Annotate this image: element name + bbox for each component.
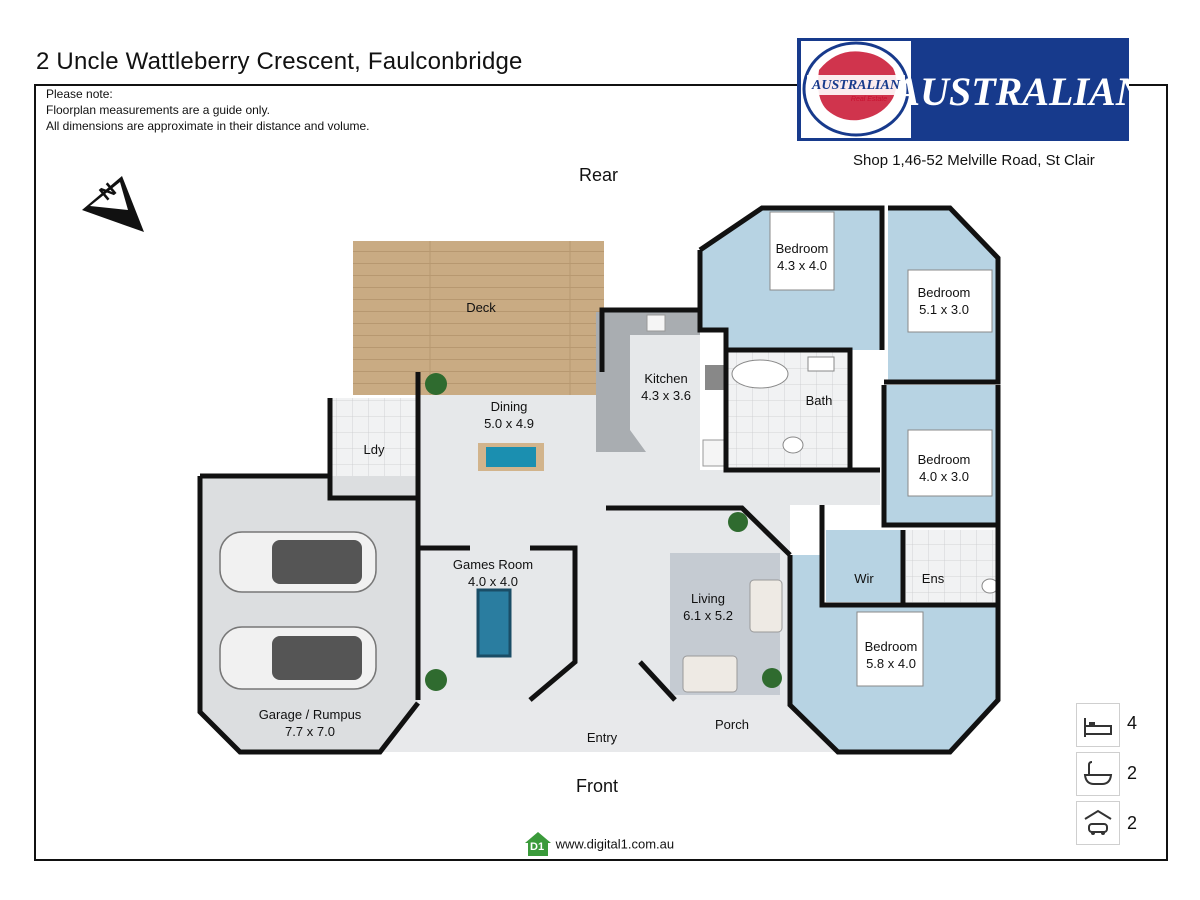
laundry-label: Ldy <box>363 442 385 457</box>
agency-address: Shop 1,46-52 Melville Road, St Clair <box>853 152 1095 169</box>
note-heading: Please note: <box>46 87 113 101</box>
living-label: Living 6.1 x 5.2 <box>683 591 733 623</box>
bed-4-icon <box>856 611 924 687</box>
garage-count-box <box>1076 801 1120 845</box>
walls <box>197 205 1001 755</box>
plant-icon <box>728 512 748 532</box>
house-logo-icon: D1 <box>524 831 552 857</box>
porch-area <box>380 700 840 752</box>
garage-car-icon <box>1084 809 1112 835</box>
plant-icon <box>425 373 447 395</box>
bath-label: Bath <box>805 393 833 408</box>
entry-label: Entry <box>586 730 618 745</box>
logo-small-text: AUSTRALIAN <box>811 78 901 93</box>
kitchen-label: Kitchen 4.3 x 3.6 <box>641 371 691 403</box>
bathtub-fixture-icon <box>731 359 789 389</box>
footer-website-link[interactable]: www.digital1.com.au <box>555 836 675 852</box>
footer-badge: D1 <box>530 841 545 853</box>
bed-2-icon <box>907 269 993 333</box>
property-title: 2 Uncle Wattleberry Crescent, Faulconbri… <box>36 48 523 75</box>
pool-table-icon <box>476 588 512 658</box>
dining-label: Dining 5.0 x 4.9 <box>484 399 534 431</box>
note-line-2: All dimensions are approximate in their … <box>46 119 370 133</box>
deck-label: Deck <box>466 300 496 315</box>
bed-icon <box>1084 718 1112 737</box>
kitchen-sink-icon <box>646 314 666 332</box>
front-label: Front <box>576 776 619 796</box>
sofa-icon <box>682 655 738 693</box>
plant-icon <box>425 669 447 691</box>
cooktop-icon <box>705 365 725 390</box>
bed-1-icon <box>769 211 835 291</box>
dining-table-mat <box>486 447 536 467</box>
footer-credit: D1 www.digital1.com.au <box>524 831 674 857</box>
logo-sub-text: Real Estate <box>851 96 887 103</box>
wir-floor <box>826 530 902 602</box>
vanity-icon <box>807 356 835 372</box>
car-1-icon <box>219 531 377 593</box>
logo-big-text: AUSTRALIAN <box>890 69 1129 114</box>
plant-icon <box>762 668 782 688</box>
armchair-icon <box>749 579 783 633</box>
bed-3-icon <box>907 429 993 497</box>
plan-frame <box>34 84 1168 861</box>
bedroom-count-box <box>1076 703 1120 747</box>
games-room-label: Games Room 4.0 x 4.0 <box>452 557 534 589</box>
bedroom-4-label: Bedroom 5.8 x 4.0 <box>864 639 918 671</box>
agency-logo: AUSTRALIAN Real Estate AUSTRALIAN <box>797 38 1147 141</box>
bedroom-3-label: Bedroom 4.0 x 3.0 <box>917 452 971 484</box>
agency-logo-graphic: AUSTRALIAN Real Estate AUSTRALIAN <box>801 41 1147 138</box>
bedroom-2-label: Bedroom 5.1 x 3.0 <box>917 285 971 317</box>
compass-north-icon: N <box>82 176 144 232</box>
ensuite-label: Ens <box>921 571 945 586</box>
ensuite-floor <box>906 530 998 602</box>
garage-count: 2 <box>1127 813 1138 833</box>
bathroom-count: 2 <box>1127 763 1138 783</box>
disclaimer-note: Please note: Floorplan measurements are … <box>46 86 370 134</box>
bathroom-count-box <box>1076 752 1120 796</box>
toilet-icon <box>782 436 804 454</box>
wir-label: Wir <box>854 571 874 586</box>
porch-label: Porch <box>715 717 749 732</box>
garage-label: Garage / Rumpus 7.7 x 7.0 <box>258 707 362 739</box>
rear-label: Rear <box>579 165 619 185</box>
bathtub-icon <box>1083 761 1113 785</box>
note-line-1: Floorplan measurements are a guide only. <box>46 103 270 117</box>
kitchen-bench <box>596 312 700 452</box>
deck-surface <box>353 241 604 395</box>
bedroom-count: 4 <box>1127 713 1138 733</box>
bedroom-1-label: Bedroom 4.3 x 4.0 <box>775 241 829 273</box>
fridge-icon <box>702 439 726 467</box>
car-2-icon <box>219 626 377 690</box>
